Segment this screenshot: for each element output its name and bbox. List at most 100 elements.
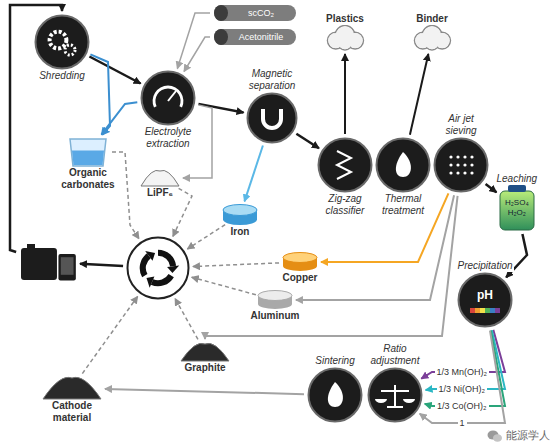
circle-node: Ratio adjustment: [366, 343, 424, 423]
disc-icon: [222, 204, 258, 226]
flow-arrow: [344, 54, 346, 134]
node-inner: H₂SO₄H₂O₂: [499, 185, 535, 231]
node-inner: pH: [457, 272, 513, 328]
flow-arrow: [192, 277, 256, 295]
node-inner: [375, 137, 431, 193]
circle-node: Electrolyte extraction: [135, 70, 201, 150]
step-label: Magnetic separation: [243, 68, 301, 92]
flow-arrow: [175, 299, 198, 340]
node-icon: [307, 367, 363, 423]
flow-arrow: [198, 104, 243, 113]
pill-node: scCO₂: [213, 4, 297, 22]
node-icon: Acetonitrile: [213, 28, 297, 46]
node-icon: [375, 137, 431, 193]
flow-arrow: [205, 196, 458, 339]
node-inner: [140, 169, 180, 187]
flow-arrow: [193, 263, 279, 267]
node-inner: [34, 14, 90, 70]
node-inner: [222, 204, 258, 226]
circle-icon: [433, 137, 489, 193]
node-icon: pH: [457, 272, 513, 328]
circle-icon: [375, 137, 431, 193]
cloud-node: Binder: [409, 13, 455, 51]
node-inner: [42, 376, 102, 400]
node-icon: [222, 204, 258, 226]
flow-arrow: [82, 296, 137, 373]
node-icon: H₂SO₄H₂O₂: [499, 185, 535, 231]
node-icon: [180, 342, 230, 362]
edge-label: 1/3 Co(OH)₂: [435, 401, 489, 412]
bottle-node: LeachingH₂SO₄H₂O₂: [496, 173, 539, 231]
flow-arrow: [187, 225, 225, 249]
flow-arrow: [420, 331, 505, 423]
node-inner: [246, 92, 298, 144]
flow-arrow: [90, 54, 110, 134]
node-icon: [317, 137, 373, 193]
step-label: LiPF₆: [146, 187, 174, 199]
disc-icon: [257, 290, 293, 310]
disc-node: Iron: [222, 204, 258, 238]
pile-node: Cathode material: [41, 376, 103, 424]
edge-label: 1: [458, 418, 467, 429]
step-label: Iron: [230, 226, 251, 238]
battery-node: [19, 242, 77, 282]
step-label: Aluminum: [250, 310, 301, 322]
disc-icon: [282, 252, 318, 272]
circle-node: Shredding: [34, 14, 90, 82]
pill-node: Acetonitrile: [213, 28, 297, 46]
flow-arrow: [425, 330, 505, 406]
node-icon: [257, 290, 293, 310]
flow-arrow: [105, 389, 304, 394]
node-icon: [42, 376, 102, 400]
pile-icon: [42, 376, 102, 400]
node-icon: [67, 137, 109, 167]
node-inner: [409, 25, 455, 51]
circle-icon: [246, 92, 298, 144]
cloud-icon: [409, 25, 455, 51]
node-inner: [433, 137, 489, 193]
step-label: Electrolyte extraction: [135, 126, 201, 150]
node-icon: [433, 137, 489, 193]
circle-icon: [367, 367, 423, 423]
inner-text: Acetonitrile: [227, 31, 284, 43]
node-inner: scCO₂: [213, 4, 297, 22]
battery-icon: [19, 242, 77, 282]
disc-node: Copper: [282, 252, 319, 284]
flow-arrow: [80, 264, 123, 266]
step-label: Cathode material: [41, 400, 103, 424]
flow-arrow: [184, 37, 210, 71]
node-inner: [19, 242, 77, 282]
beaker-node: Organic carbonates: [55, 137, 121, 191]
step-label: Ratio adjustment: [366, 343, 424, 367]
pile-node: LiPF₆: [140, 169, 180, 199]
edge-label: 1/3 Ni(OH)₂: [437, 384, 488, 395]
node-inner: [126, 236, 190, 300]
cloud-icon: [322, 25, 368, 51]
node-inner: [282, 252, 318, 272]
step-label: Plastics: [325, 13, 365, 25]
node-inner: [367, 367, 423, 423]
step-label: Zig-zag classifier: [316, 193, 374, 217]
circle-node: Sintering: [307, 355, 363, 423]
node-inner: [317, 137, 373, 193]
node-inner: [140, 70, 196, 126]
flow-arrow: [89, 56, 140, 83]
pile-node: Graphite: [180, 342, 230, 374]
flow-arrow: [177, 13, 210, 68]
node-icon: [282, 252, 318, 272]
flow-arrow: [486, 184, 497, 192]
step-label: Precipitation: [457, 260, 514, 272]
step-label: Shredding: [38, 70, 86, 82]
node-icon: [322, 25, 368, 51]
circle-node: Magnetic separation: [243, 68, 301, 144]
flow-arrow: [296, 134, 319, 149]
flow-arrow: [112, 152, 139, 239]
step-label: Thermal treatment: [374, 193, 432, 217]
circle-node: PrecipitationpH: [457, 260, 514, 328]
step-label: Organic carbonates: [55, 167, 121, 191]
circle-node: Zig-zag classifier: [316, 137, 374, 217]
node-icon: [367, 367, 423, 423]
node-icon: scCO₂: [213, 4, 297, 22]
circle-icon: [140, 70, 196, 126]
edge-label: 1/3 Mn(OH)₂: [435, 367, 490, 378]
